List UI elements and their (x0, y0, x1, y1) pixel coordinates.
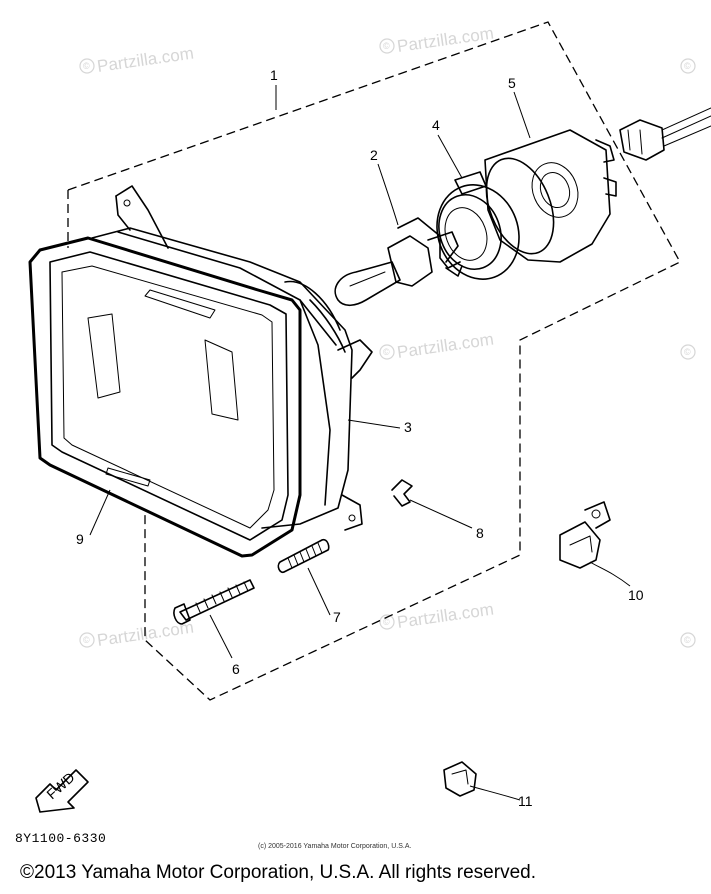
label-part-1: 1 (270, 67, 278, 83)
svg-text:Partzilla.com: Partzilla.com (396, 330, 495, 362)
watermark: © (680, 58, 696, 74)
svg-text:©: © (383, 41, 390, 51)
leader-lines (89, 85, 631, 801)
watermark: © Partzilla.com (79, 44, 195, 76)
svg-text:©: © (684, 347, 691, 357)
watermark: © Partzilla.com (379, 600, 495, 632)
bulb-socket (436, 171, 520, 280)
svg-text:©: © (684, 61, 691, 71)
svg-text:Partzilla.com: Partzilla.com (396, 24, 495, 56)
small-clamp (443, 761, 477, 797)
watermark: © Partzilla.com (379, 330, 495, 362)
label-part-9: 9 (76, 531, 84, 547)
diagram-code: 8Y1100-6330 (15, 831, 107, 846)
svg-text:©: © (83, 61, 90, 71)
label-part-3b: 3 (404, 419, 412, 435)
label-part-3: 4 (432, 117, 440, 133)
watermark: © Partzilla.com (379, 24, 495, 56)
label-part-6: 6 (232, 661, 240, 677)
svg-text:Partzilla.com: Partzilla.com (96, 44, 195, 76)
watermark-layer: © Partzilla.com © Partzilla.com © © Part… (79, 24, 696, 650)
svg-text:©: © (83, 635, 90, 645)
rubber-cover (484, 129, 617, 263)
label-part-11: 11 (518, 793, 533, 809)
label-part-2: 2 (370, 147, 378, 163)
label-part-5: 5 (508, 75, 516, 91)
svg-text:©: © (383, 617, 390, 627)
clip (391, 479, 413, 507)
part-labels: 1 2 4 5 3 6 7 8 9 10 11 (76, 67, 644, 809)
label-part-10: 10 (628, 587, 644, 603)
small-copyright: (c) 2005-2016 Yamaha Motor Corporation, … (258, 843, 412, 850)
cable-clamp (559, 501, 611, 569)
footer-copyright: ©2013 Yamaha Motor Corporation, U.S.A. A… (20, 862, 536, 883)
headlight-housing (91, 185, 373, 531)
label-part-7: 7 (333, 609, 341, 625)
headlight-rim (28, 236, 302, 558)
spring (277, 538, 330, 574)
adjusting-screw (173, 579, 255, 625)
svg-text:©: © (383, 347, 390, 357)
wire-connector (619, 107, 711, 161)
forward-arrow: FWD (35, 769, 89, 813)
headlight-bulb (334, 217, 461, 307)
watermark: © (680, 632, 696, 648)
svg-text:Partzilla.com: Partzilla.com (396, 600, 495, 632)
assembly-outline (67, 21, 681, 701)
svg-text:©: © (684, 635, 691, 645)
label-part-8: 8 (476, 525, 484, 541)
watermark: © (680, 344, 696, 360)
